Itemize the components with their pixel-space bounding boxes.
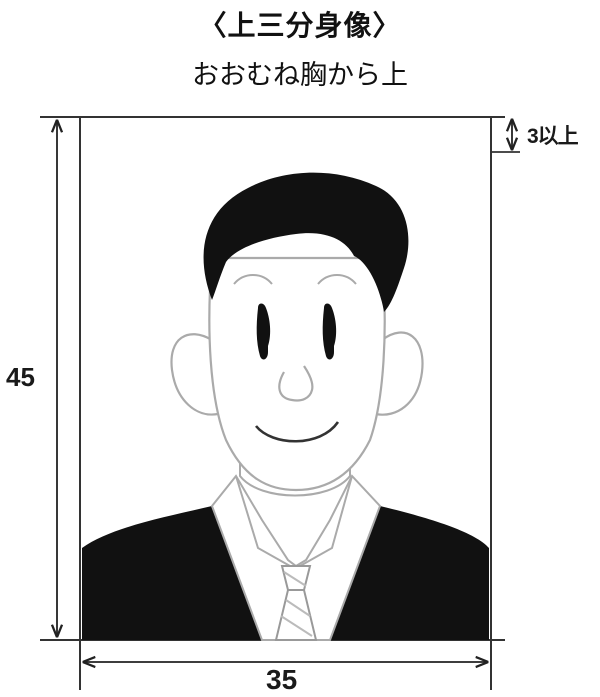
nose bbox=[278, 365, 314, 402]
height-dimension-label: 45 bbox=[6, 362, 35, 392]
jacket bbox=[82, 506, 489, 640]
right-ear bbox=[375, 331, 424, 416]
mouth bbox=[254, 421, 340, 443]
right-eye bbox=[322, 303, 337, 360]
diagram-title: 〈上三分身像〉 bbox=[198, 9, 402, 42]
left-ear bbox=[170, 333, 219, 416]
top-margin-label: 3以上 bbox=[527, 125, 579, 148]
diagram-subtitle: おおむね胸から上 bbox=[192, 60, 408, 91]
hair bbox=[203, 172, 409, 312]
left-eye bbox=[256, 303, 271, 360]
tie bbox=[274, 565, 318, 641]
width-dimension-label: 35 bbox=[266, 664, 298, 695]
face bbox=[208, 256, 386, 492]
shirt bbox=[210, 474, 382, 641]
